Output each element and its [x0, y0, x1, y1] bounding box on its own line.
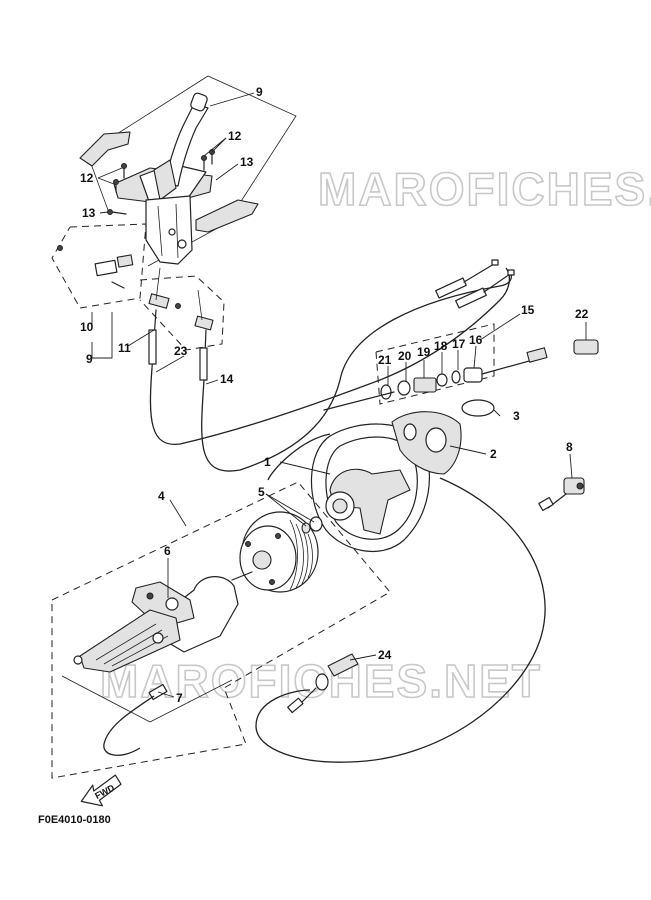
watermark-top: MAROFICHES.NET	[318, 163, 651, 215]
callout-1: 1	[264, 455, 271, 469]
leader-lines	[91, 92, 587, 698]
callout-5: 5	[258, 485, 265, 499]
callout-13b: 13	[240, 155, 254, 169]
callout-9a: 9	[256, 85, 263, 99]
steering-wheel	[310, 423, 430, 553]
cable-a	[149, 267, 511, 445]
callout-3: 3	[513, 409, 520, 423]
callout-6: 6	[164, 544, 171, 558]
callout-15: 15	[521, 303, 535, 317]
gear-body	[163, 576, 239, 653]
callout-12b: 12	[228, 129, 242, 143]
callout-23: 23	[174, 344, 188, 358]
part-22	[573, 339, 599, 355]
callout-10: 10	[80, 320, 94, 334]
figure-code: F0E4010-0180	[38, 814, 111, 826]
part-18	[436, 373, 448, 387]
hub-cover	[391, 411, 462, 475]
group-outline-15	[375, 323, 495, 405]
part-21	[380, 384, 392, 400]
callout-20: 20	[398, 349, 412, 363]
callout-16: 16	[469, 333, 483, 347]
right-cover	[195, 199, 259, 233]
callout-14: 14	[220, 372, 234, 386]
gear-arm	[79, 609, 181, 673]
callout-12a: 12	[80, 171, 94, 185]
lever-knob	[190, 92, 208, 112]
callout-17: 17	[452, 337, 466, 351]
callout-18: 18	[434, 339, 448, 353]
callout-8: 8	[566, 440, 573, 454]
remote-control-assembly	[79, 75, 297, 267]
group-outline-10	[51, 223, 147, 309]
callout-13a: 13	[82, 206, 96, 220]
wheel-spokes	[329, 468, 411, 535]
cable-b	[201, 269, 512, 472]
callout-2: 2	[490, 447, 497, 461]
callout-9b: 9	[86, 352, 93, 366]
callout-22: 22	[575, 307, 589, 321]
steering-cable	[255, 477, 546, 763]
callout-24: 24	[378, 648, 392, 662]
callout-4: 4	[158, 489, 165, 503]
part-19	[413, 377, 437, 393]
callout-7: 7	[176, 691, 183, 705]
part-3-cap	[461, 399, 495, 417]
control-bracket	[145, 195, 193, 265]
control-lever	[163, 103, 209, 187]
part-20	[397, 380, 411, 396]
callout-21: 21	[378, 353, 392, 367]
switch-parts-10	[57, 245, 134, 289]
callout-19: 19	[417, 345, 431, 359]
part-17	[451, 370, 461, 384]
control-cables	[149, 259, 515, 472]
group-outline-11	[139, 275, 225, 351]
cable-joint-parts-11	[148, 267, 214, 331]
group-outline-9	[86, 75, 297, 267]
fwd-arrow-icon: FWD	[80, 774, 122, 807]
group-outline-4	[51, 481, 391, 779]
left-cover	[79, 131, 131, 167]
callouts: 9 12 12 13 13 10 9 11 23 14 15 22 21 20 …	[80, 85, 589, 705]
part-16	[463, 367, 483, 383]
gear-bracket	[131, 581, 195, 629]
part-8	[538, 477, 585, 512]
callout-11: 11	[118, 341, 131, 355]
helm-assembly	[61, 511, 323, 756]
